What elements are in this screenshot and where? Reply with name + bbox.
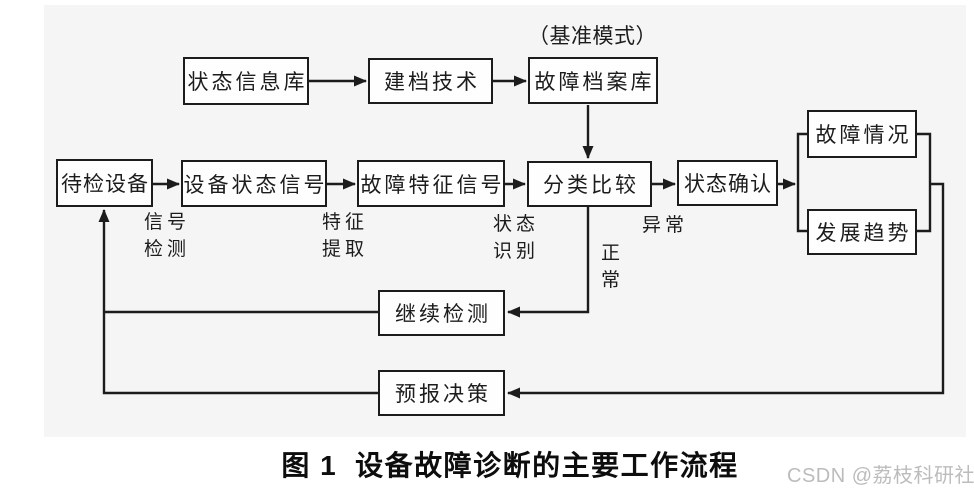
node-development-trend: 发展趋势: [807, 209, 917, 255]
node-continue-monitoring: 继续检测: [378, 290, 505, 336]
line-forecast-return-to-device: [98, 209, 379, 395]
node-status-confirm: 状态确认: [677, 160, 778, 206]
csdn-watermark: CSDN @荔枝科研社: [787, 465, 974, 487]
node-fault-archive-db: 故障档案库: [528, 57, 658, 104]
node-forecast-decision: 预报决策: [378, 370, 505, 416]
figure-caption: 图 1 设备故障诊断的主要工作流程: [180, 444, 840, 484]
edge-label-status-recognition: 状态 识别: [493, 214, 540, 262]
node-classify-compare: 分类比较: [527, 161, 652, 207]
node-fault-situation: 故障情况: [807, 110, 917, 158]
edge-label-signal-detection: 信号 检测: [144, 212, 191, 260]
branch-bracket-right: [917, 132, 932, 233]
node-device-status-signal: 设备状态信号: [181, 160, 327, 207]
node-device-under-test: 待检设备: [56, 159, 153, 207]
figure-number: 图 1: [281, 450, 338, 481]
branch-bracket-left: [796, 132, 807, 233]
edge-label-feature-extraction: 特征 提取: [322, 212, 369, 260]
node-status-info-db: 状态信息库: [183, 57, 309, 105]
node-fault-feature-signal: 故障特征信号: [357, 160, 505, 207]
edge-label-normal: 正 常: [601, 243, 621, 291]
line-normal-to-continue: [507, 207, 590, 318]
node-archiving-tech: 建档技术: [368, 58, 493, 104]
figure-title: 设备故障诊断的主要工作流程: [355, 450, 739, 481]
line-branch-to-forecast: [507, 182, 945, 399]
edge-label-abnormal: 异常: [642, 215, 689, 236]
reference-mode-label: （基准模式）: [528, 24, 657, 48]
